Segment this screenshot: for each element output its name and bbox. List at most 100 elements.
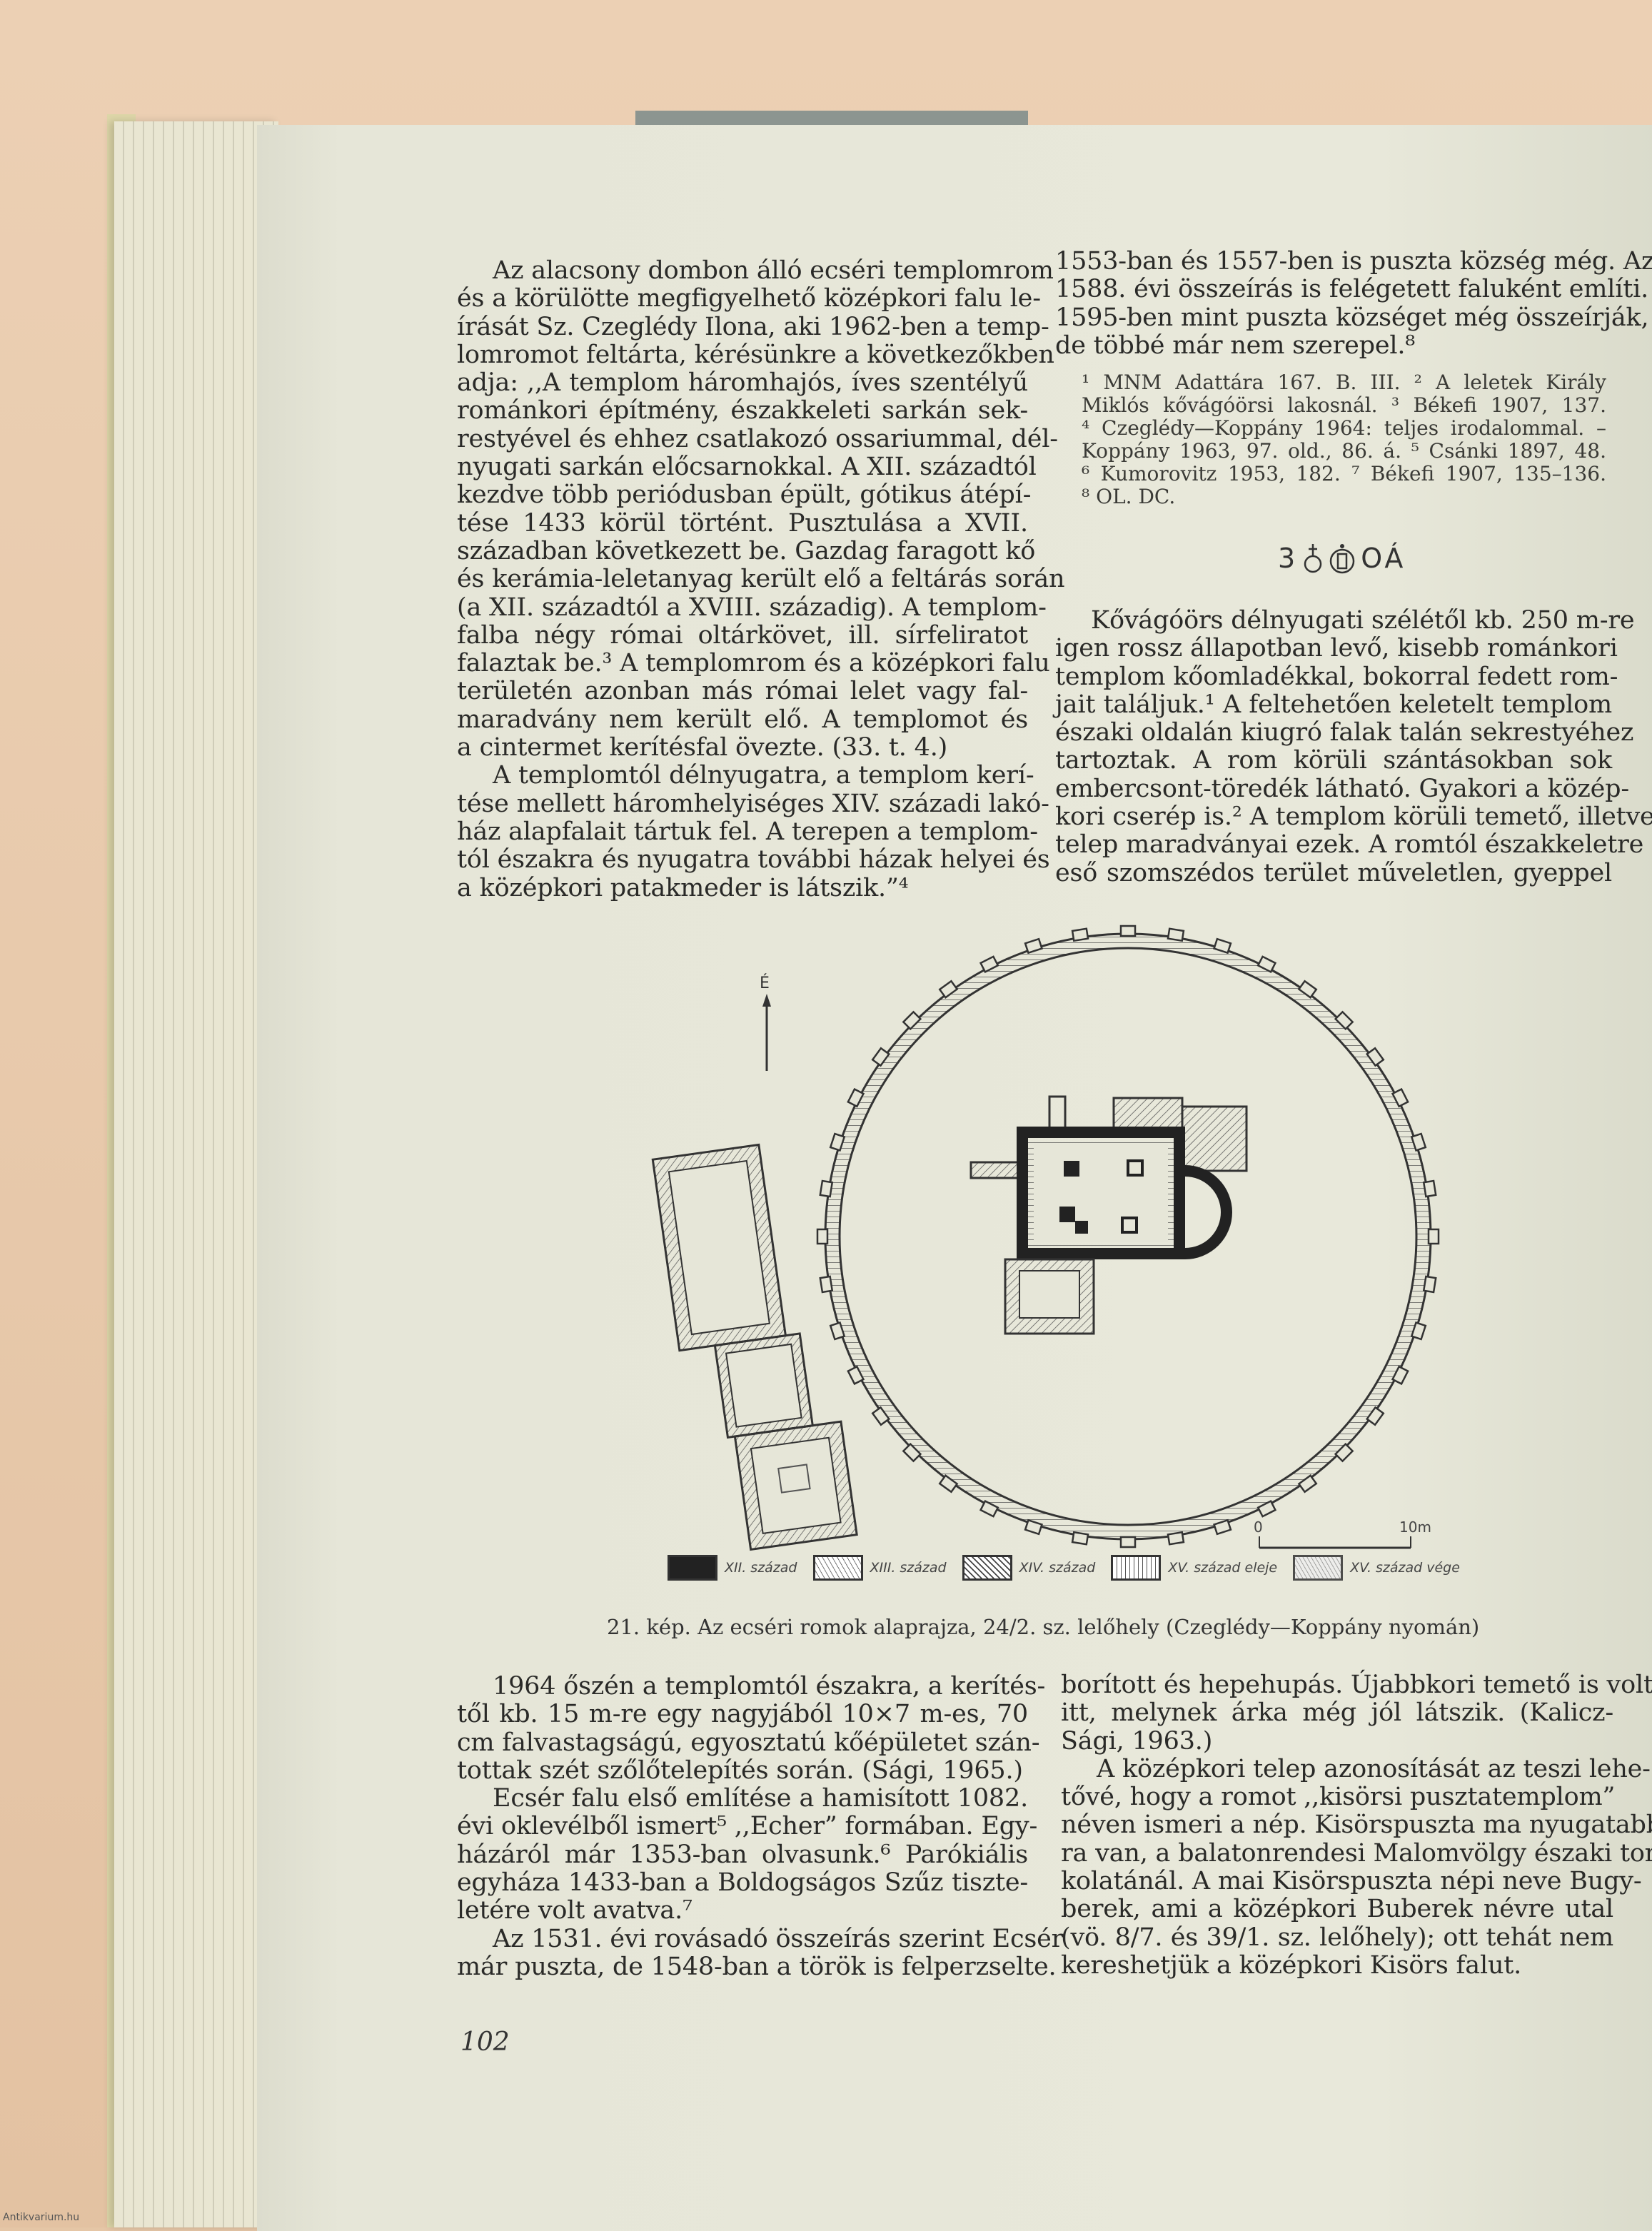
legend-swatch-vertical-hatch xyxy=(1111,1555,1162,1581)
text-line: kezdve több periódusban épült, gótikus á… xyxy=(457,480,1032,510)
text-line: Koppány 1963, 97. old., 86. á. ⁵ Csánki … xyxy=(1082,439,1606,463)
north-label: É xyxy=(760,974,770,992)
book-page-edges xyxy=(114,121,278,2227)
text-line: jait találjuk.¹ A feltehetően keletelt t… xyxy=(1055,690,1612,719)
text-line: tővé, hogy a romot ,,kisörsi pusztatempl… xyxy=(1061,1783,1616,1812)
ossuarium xyxy=(1181,1105,1248,1172)
heading-suffix: OÁ xyxy=(1361,543,1406,574)
text-line: Az alacsony dombon álló ecséri templomro… xyxy=(493,256,1054,285)
text-line: maradvány nem került elő. A templomot és xyxy=(457,705,1028,734)
legend-item-xv-early: XV. század eleje xyxy=(1111,1555,1277,1581)
wall-buttress xyxy=(1071,1531,1089,1546)
wall-buttress xyxy=(829,1321,846,1341)
text-line: falaztak be.³ A templomrom és a középkor… xyxy=(457,649,1050,678)
legend-label: XV. század eleje xyxy=(1168,1560,1278,1576)
text-line: egyháza 1433-ban a Boldogságos Szűz tisz… xyxy=(457,1868,1028,1898)
text-line: berek, ami a középkori Buberek névre uta… xyxy=(1061,1895,1613,1924)
text-line: északi oldalán kiugró falak talán sekres… xyxy=(1055,718,1634,747)
text-line: területén azonban más római lelet vagy f… xyxy=(457,677,1028,706)
right-column-body-text: Kővágóörs délnyugati szélétől kb. 250 m-… xyxy=(1055,606,1652,887)
text-line: Sági, 1963.) xyxy=(1061,1726,1213,1756)
apse xyxy=(1184,1165,1232,1259)
text-line: restyével és ehhez csatlakozó ossariumma… xyxy=(457,424,1058,453)
text-line: nyugati sarkán előcsarnokkal. A XII. szá… xyxy=(457,453,1037,482)
text-line: (a XII. századtól a XVIII. századig). A … xyxy=(457,593,1047,622)
text-line: Ecsér falu első említése a hamisított 10… xyxy=(493,1784,1028,1813)
circle-door-symbol-icon xyxy=(1329,544,1355,574)
wall-buttress xyxy=(1119,925,1137,937)
wall-buttress xyxy=(938,1474,959,1494)
wall-buttress xyxy=(1256,1499,1277,1518)
wall-buttress xyxy=(1422,1275,1437,1294)
text-line: ⁴ Czeglédy—Koppány 1964: teljes irodalom… xyxy=(1082,416,1606,440)
text-line: tottak szét szőlőtelepítés során. (Sági,… xyxy=(457,1756,1023,1785)
wall-buttress xyxy=(902,1010,922,1031)
wall-buttress xyxy=(938,979,959,999)
wall-buttress xyxy=(1297,1474,1318,1494)
wall-buttress xyxy=(1024,937,1043,955)
text-line: (vö. 8/7. és 39/1. sz. lelőhely); ott te… xyxy=(1061,1923,1613,1952)
wall-buttress xyxy=(1167,1531,1185,1546)
wall-buttress xyxy=(847,1365,865,1386)
legend-item-xv-late: XV. század vége xyxy=(1293,1555,1460,1581)
legend-label: XIII. század xyxy=(870,1560,947,1576)
wall-buttress xyxy=(1024,1519,1043,1536)
enclosure-wall xyxy=(816,925,1440,1548)
wall-buttress xyxy=(1365,1047,1385,1067)
text-line: eső szomszédos terület műveletlen, gyepp… xyxy=(1055,858,1612,887)
text-line: A templomtól délnyugatra, a templom kerí… xyxy=(493,761,1034,790)
wall-buttress xyxy=(1410,1132,1427,1152)
text-line: telep maradványai ezek. A romtól északke… xyxy=(1055,830,1644,860)
section-heading: 3 OÁ xyxy=(1278,543,1406,574)
text-line: itt, melynek árka még jól látszik. (Kali… xyxy=(1061,1698,1613,1728)
ground-plan-figure: É 0 10m xyxy=(651,925,1440,1551)
text-line: tése 1433 körül történt. Pusztulása a XV… xyxy=(457,508,1028,538)
wall-buttress xyxy=(1334,1010,1354,1031)
house-foundations xyxy=(651,1143,858,1551)
text-line: románkori építmény, északkeleti sarkán s… xyxy=(457,396,1028,425)
text-line: lomromot feltárta, kérésünkre a következ… xyxy=(457,340,1054,369)
scale-start-label: 0 xyxy=(1254,1519,1263,1536)
wall-buttress xyxy=(1427,1228,1440,1245)
wall-buttress xyxy=(1410,1321,1427,1341)
wall-buttress xyxy=(1167,927,1185,942)
text-line: kori cserép is.² A templom körüli temető… xyxy=(1055,802,1652,832)
text-line: házáról már 1353-ban olvasunk.⁶ Parókiál… xyxy=(457,1840,1028,1869)
text-line: kereshetjük a középkori Kisörs falut. xyxy=(1061,1950,1522,1980)
wall-buttress xyxy=(847,1087,865,1108)
text-line: néven ismeri a nép. Kisörspuszta ma nyug… xyxy=(1061,1811,1652,1840)
wall-buttress xyxy=(979,955,999,974)
wall-buttress xyxy=(1213,937,1232,955)
footnotes: ¹ MNM Adattára 167. B. III. ² A leletek … xyxy=(1067,371,1606,508)
text-line: tése mellett háromhelyiséges XIV. század… xyxy=(457,789,1049,818)
scale-end-label: 10m xyxy=(1399,1519,1431,1536)
wall-buttress xyxy=(871,1047,891,1067)
text-line: igen rossz állapotban levő, kisebb román… xyxy=(1055,634,1618,663)
wall-buttress xyxy=(1119,1536,1137,1548)
church-plan xyxy=(969,1095,1248,1335)
text-line: már puszta, de 1548-ban a török is felpe… xyxy=(457,1952,1057,1981)
wall-buttress xyxy=(1391,1365,1409,1386)
legend-item-xii: XII. század xyxy=(668,1555,797,1581)
legend-label: XII. század xyxy=(725,1560,797,1576)
legend-label: XIV. század xyxy=(1019,1560,1096,1576)
heading-prefix: 3 xyxy=(1278,543,1299,574)
figure-legend: XII. század XIII. század XIV. század XV.… xyxy=(668,1555,1476,1581)
text-line: cm falvastagságú, egyosztatú kőépületet … xyxy=(457,1728,1040,1757)
wall-buttress xyxy=(816,1228,829,1245)
wall-buttress xyxy=(1422,1179,1437,1198)
text-line: tól északra és nyugatra további házak he… xyxy=(457,845,1050,875)
cross-circle-symbol-icon xyxy=(1304,544,1322,573)
west-wall-stub xyxy=(969,1161,1019,1179)
left-column-bottom-text: 1964 őszén a templomtól északra, a kerít… xyxy=(457,1672,1063,1981)
text-line: A középkori telep azonosítását az teszi … xyxy=(1097,1754,1651,1783)
wall-buttress xyxy=(1391,1087,1409,1108)
wall-buttress xyxy=(829,1132,846,1152)
scale-bar: 0 10m xyxy=(1254,1519,1431,1549)
legend-swatch-light-hatch xyxy=(1293,1555,1344,1581)
wall-buttress xyxy=(1365,1406,1385,1426)
wall-buttress xyxy=(819,1275,834,1294)
text-line: a cintermet kerítésfal övezte. (33. t. 4… xyxy=(457,733,948,762)
text-line: a középkori patakmeder is látszik.”⁴ xyxy=(457,873,909,902)
text-line: 1553-ban és 1557-ben is puszta község mé… xyxy=(1055,247,1652,276)
